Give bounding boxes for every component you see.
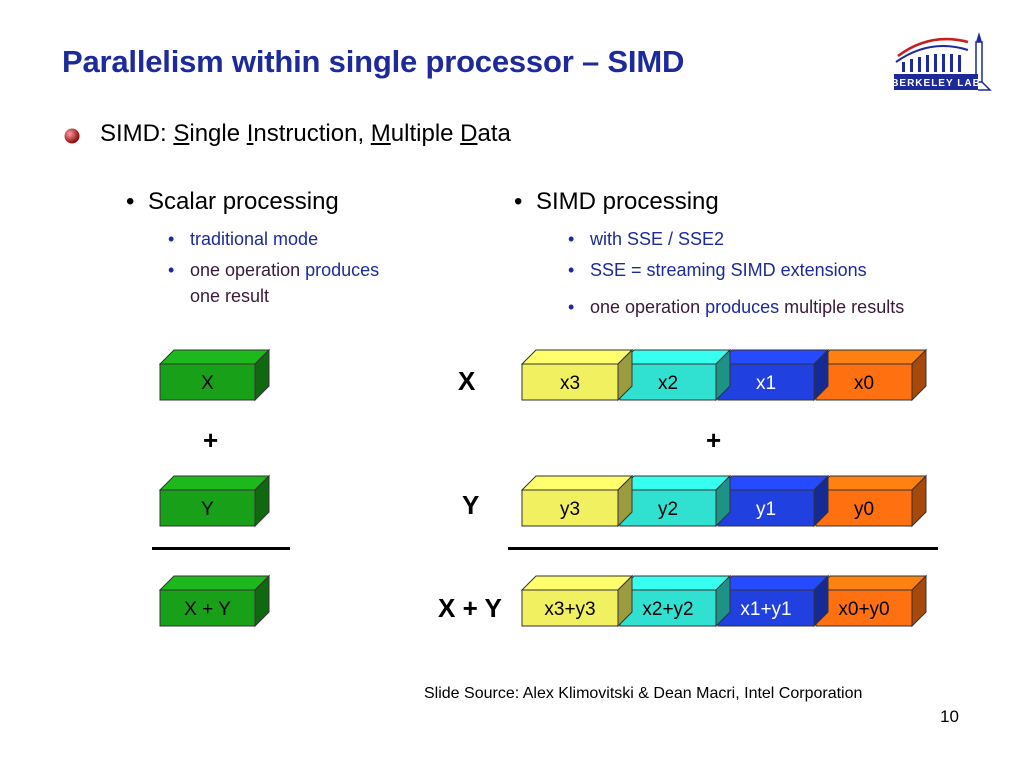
page-number: 10: [940, 707, 959, 726]
row-label-x: X: [458, 366, 476, 396]
simd-x-cell: x3: [520, 348, 634, 402]
scalar-sum-box-label: X + Y: [184, 599, 231, 620]
scalar-plus-sign: +: [203, 425, 219, 455]
simd-sum-cell-label: x3+y3: [544, 599, 595, 620]
row-label-y: Y: [462, 490, 480, 520]
scalar-bullet: •traditional mode: [168, 229, 319, 249]
slide-source: Slide Source: Alex Klimovitski & Dean Ma…: [424, 685, 863, 702]
simd-x-cell-label: x2: [658, 373, 678, 394]
row-label-sum: X + Y: [438, 593, 502, 623]
simd-heading: •SIMD processing: [514, 188, 719, 215]
slide-title: Parallelism within single processor – SI…: [62, 44, 685, 79]
simd-bullet: •one operation produces multiple results: [568, 297, 905, 317]
bullet-sphere-icon: [64, 128, 80, 144]
scalar-x-box-label: X: [201, 373, 214, 394]
simd-sum-cell-label: x0+y0: [838, 599, 889, 620]
simd-sum-cell-label: x2+y2: [642, 599, 693, 620]
simd-y-cell: y1: [716, 474, 830, 528]
simd-y-cell: y2: [618, 474, 732, 528]
simd-bullet: •SSE = streaming SIMD extensions: [568, 260, 867, 280]
scalar-x-box: X: [158, 348, 271, 402]
simd-sum-cell: x0+y0: [814, 574, 928, 628]
simd-x-cell-label: x3: [560, 373, 580, 394]
scalar-result-rule: [152, 547, 290, 550]
simd-result-rule: [508, 547, 938, 550]
simd-y-cell-label: y3: [560, 499, 580, 520]
simd-y-cell-label: y2: [658, 499, 678, 520]
simd-plus-sign: +: [706, 425, 722, 455]
logo-text: BERKELEY LAB: [891, 78, 981, 89]
simd-sum-cell: x2+y2: [618, 574, 732, 628]
simd-bullet: •with SSE / SSE2: [568, 229, 725, 249]
scalar-sum-box: X + Y: [158, 574, 271, 628]
scalar-heading: •Scalar processing: [126, 188, 339, 215]
simd-x-cell-label: x0: [854, 373, 874, 394]
simd-sum-cell: x1+y1: [716, 574, 830, 628]
simd-x-cell: x0: [814, 348, 928, 402]
simd-y-cell-label: y0: [854, 499, 874, 520]
simd-x-cell-label: x1: [756, 373, 776, 394]
simd-sum-cell-label: x1+y1: [740, 599, 791, 620]
scalar-y-box-label: Y: [201, 499, 214, 520]
simd-sum-cell: x3+y3: [520, 574, 634, 628]
simd-y-cell: y0: [814, 474, 928, 528]
simd-definition: SIMD: Single Instruction, Multiple Data: [100, 120, 511, 147]
simd-y-cell-label: y1: [756, 499, 776, 520]
berkeley-lab-logo: BERKELEY LAB: [891, 32, 992, 91]
scalar-y-box: Y: [158, 474, 271, 528]
simd-x-cell: x1: [716, 348, 830, 402]
simd-x-cell: x2: [618, 348, 732, 402]
simd-y-cell: y3: [520, 474, 634, 528]
